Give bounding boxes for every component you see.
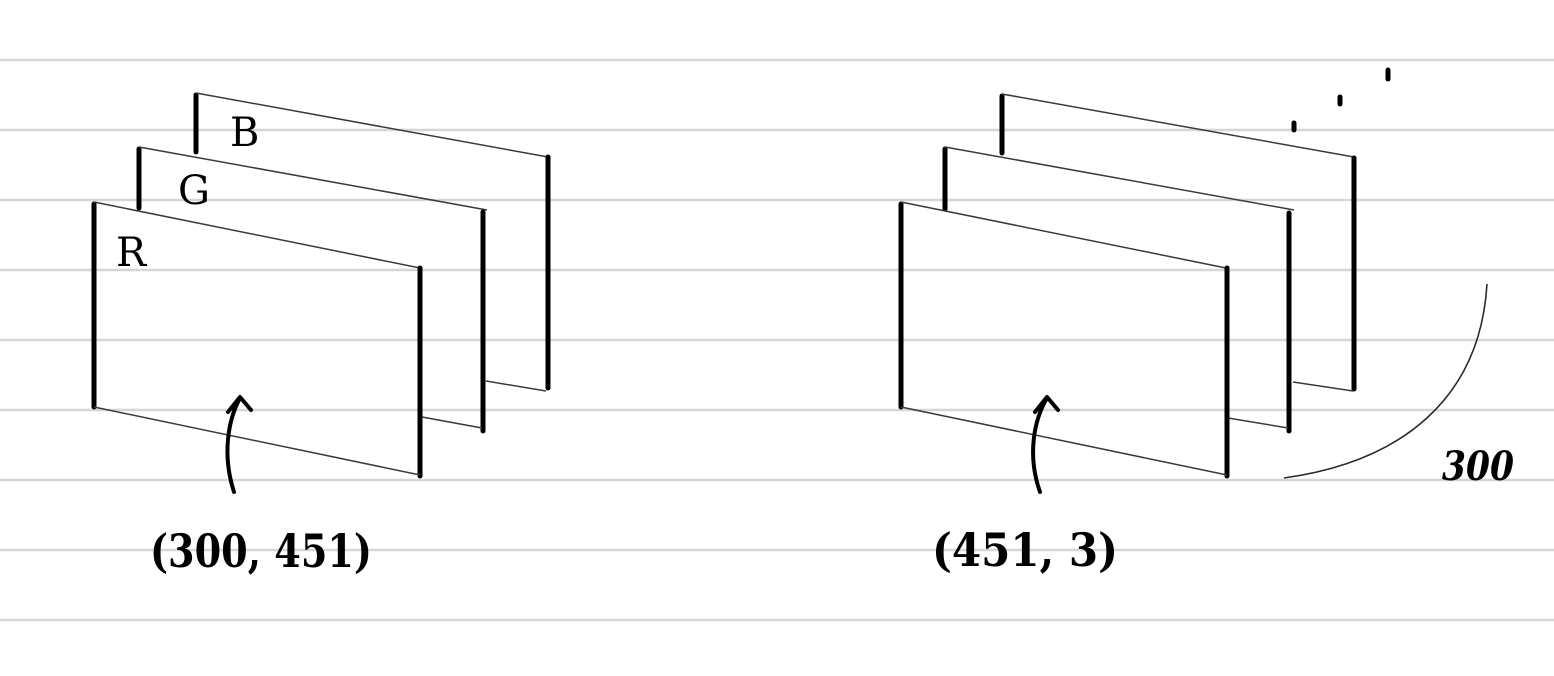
right-back-plane bbox=[999, 93, 1357, 392]
right-up-arrow bbox=[1031, 395, 1060, 494]
green-channel-plane bbox=[136, 146, 488, 434]
left-channel-stack: B G R (300, 451) bbox=[91, 92, 551, 578]
right-front-plane bbox=[898, 201, 1230, 479]
ruled-lines bbox=[0, 58, 1554, 622]
channel-label-r: R bbox=[116, 230, 148, 276]
red-channel-plane bbox=[91, 201, 423, 479]
right-middle-plane bbox=[942, 146, 1295, 434]
dimension-arc bbox=[1283, 283, 1488, 479]
right-shape-label: (451, 3) bbox=[932, 523, 1118, 577]
blue-channel-plane bbox=[193, 92, 551, 392]
dimension-label: 300 bbox=[1442, 443, 1514, 490]
channel-label-b: B bbox=[230, 110, 259, 156]
left-shape-label: (300, 451) bbox=[150, 524, 372, 578]
continuation-dots bbox=[1291, 67, 1391, 133]
right-channel-stack: 300 (451, 3) bbox=[898, 67, 1514, 577]
left-up-arrow bbox=[225, 395, 253, 494]
channel-label-g: G bbox=[178, 168, 210, 214]
